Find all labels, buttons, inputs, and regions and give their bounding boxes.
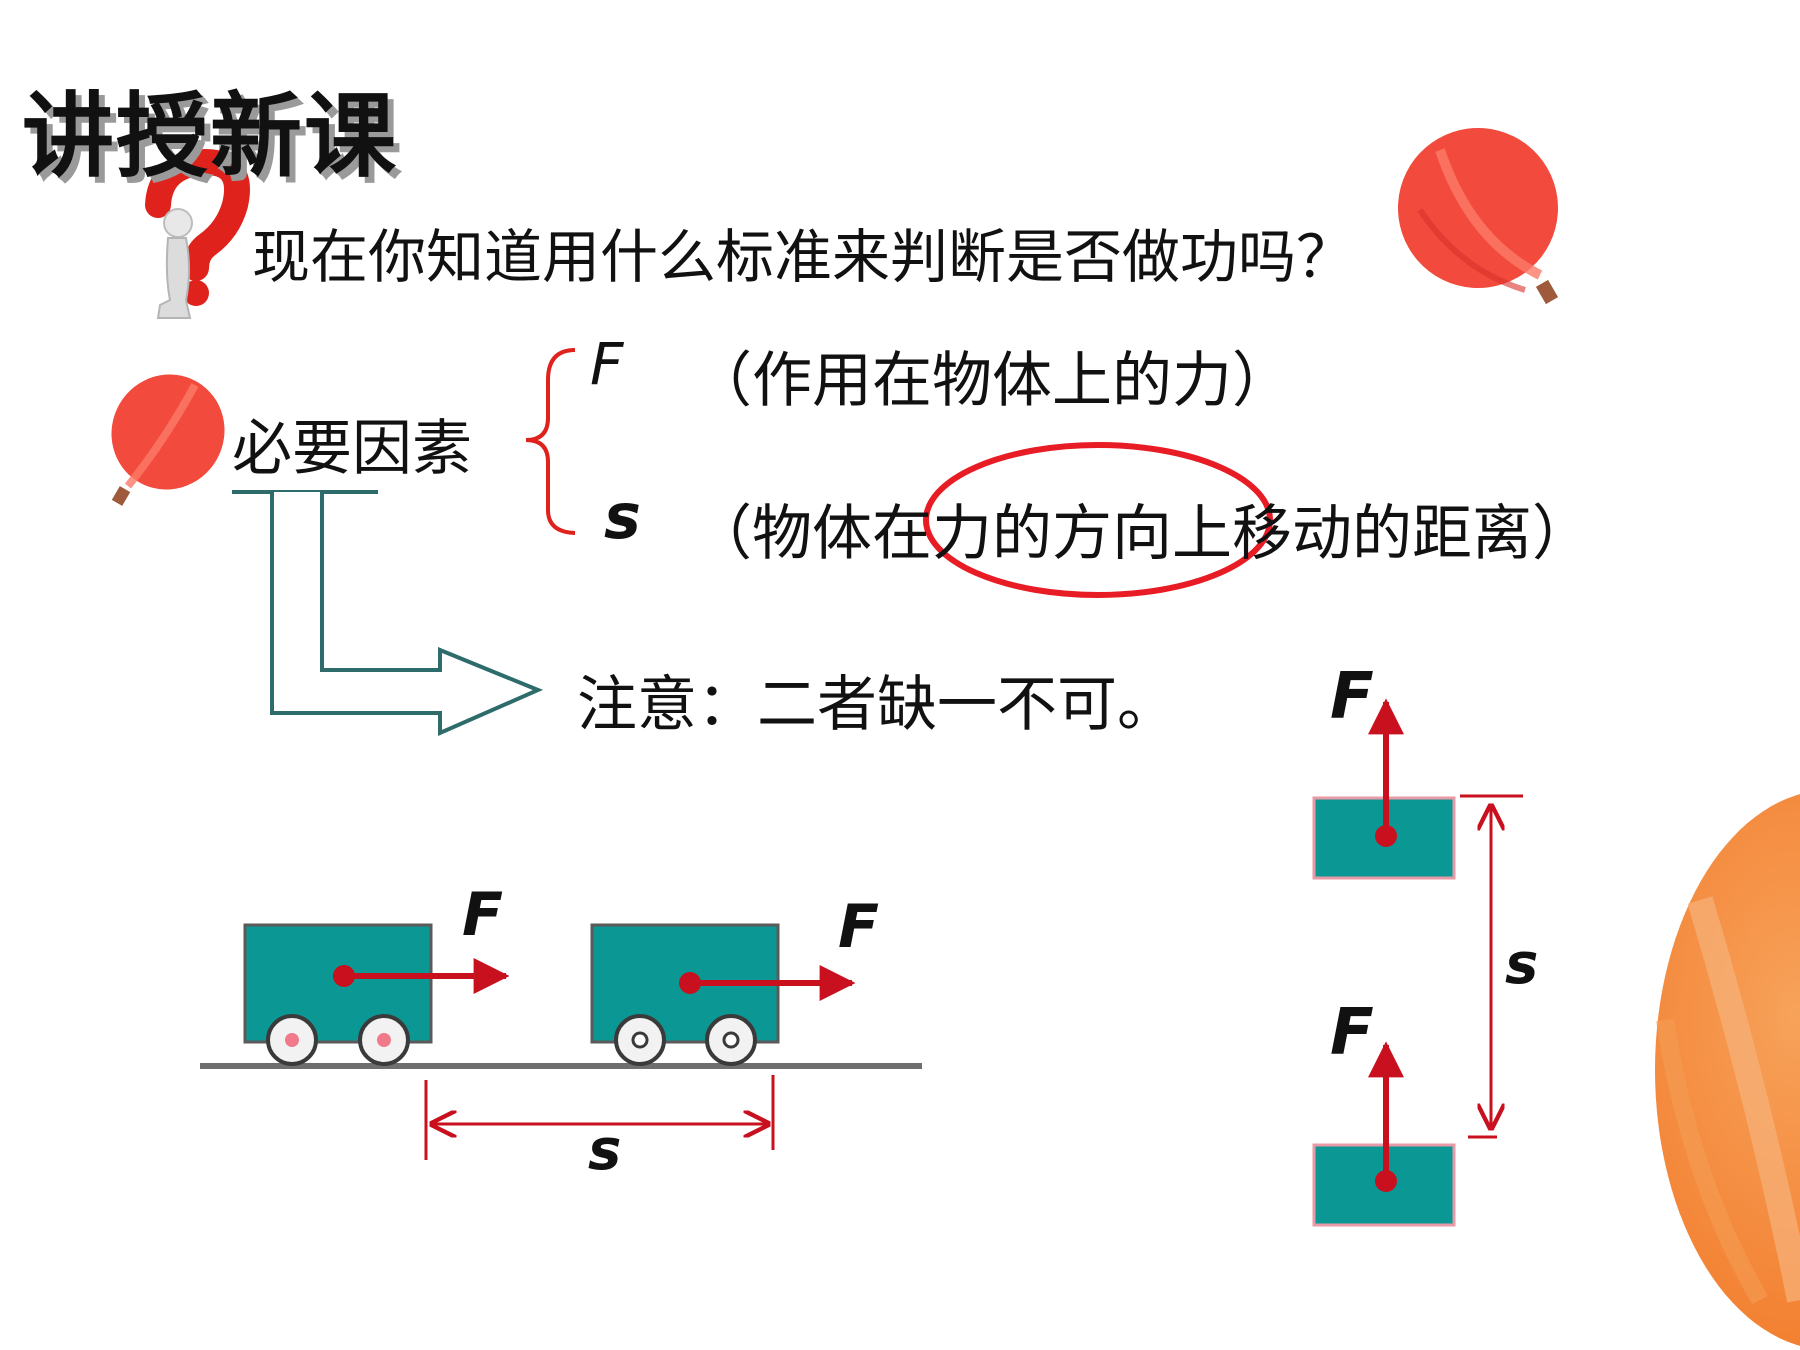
red-balloon-left-decoration — [111, 374, 225, 506]
curly-brace — [525, 348, 576, 535]
factor-symbol-f: F — [590, 330, 624, 398]
block-top — [1312, 698, 1456, 880]
factor-symbol-s: s — [604, 480, 641, 553]
cart-1-wheel-left — [266, 1014, 318, 1066]
factor-description-s: （物体在力的方向上移动的距离） — [692, 499, 1592, 569]
highlight-ellipse — [923, 442, 1273, 598]
cart-2-wheel-right — [705, 1014, 757, 1066]
factors-label: 必要因素 — [232, 414, 472, 484]
red-balloon-top-decoration — [1398, 128, 1559, 305]
horizontal-distance-marker — [424, 1075, 775, 1160]
vertical-distance-label: s — [1505, 932, 1539, 997]
cart-1-wheel-right — [358, 1014, 410, 1066]
cart-2 — [590, 923, 856, 1066]
page-title: 讲授新课 — [22, 83, 399, 190]
block-bottom — [1312, 1041, 1456, 1227]
connector-arrow — [232, 490, 544, 737]
cart-1-force-label: F — [462, 880, 503, 950]
horizontal-distance-label: s — [588, 1118, 622, 1183]
question-text: 现在你知道用什么标准来判断是否做功吗？ — [252, 223, 1355, 291]
block-bottom-force-label: F — [1330, 996, 1374, 1070]
question-mark-figure-icon — [145, 148, 250, 319]
cart-1 — [243, 923, 510, 1066]
note-text: 注意：二者缺一不可。 — [577, 670, 1177, 740]
cart-2-wheel-left — [614, 1014, 666, 1066]
orange-balloon-decoration — [1655, 794, 1800, 1346]
vertical-distance-marker — [1460, 794, 1523, 1139]
block-top-force-label: F — [1330, 660, 1374, 734]
factor-description-f: （作用在物体上的力） — [692, 346, 1292, 416]
cart-2-force-label: F — [838, 892, 879, 962]
